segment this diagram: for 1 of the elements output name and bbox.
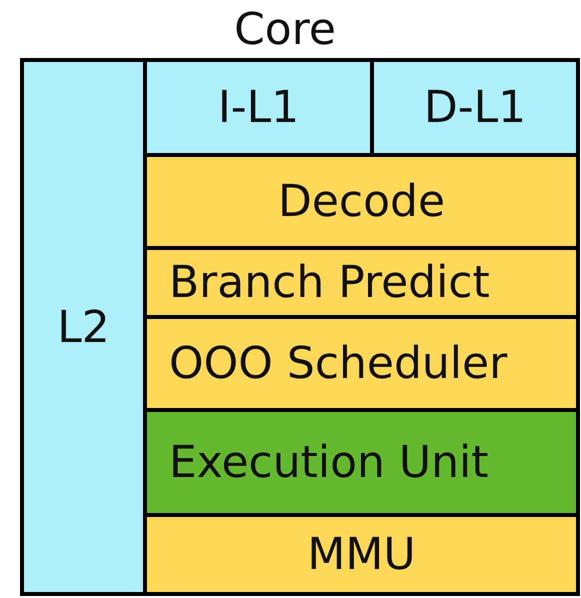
core-heading: Core (233, 4, 337, 56)
